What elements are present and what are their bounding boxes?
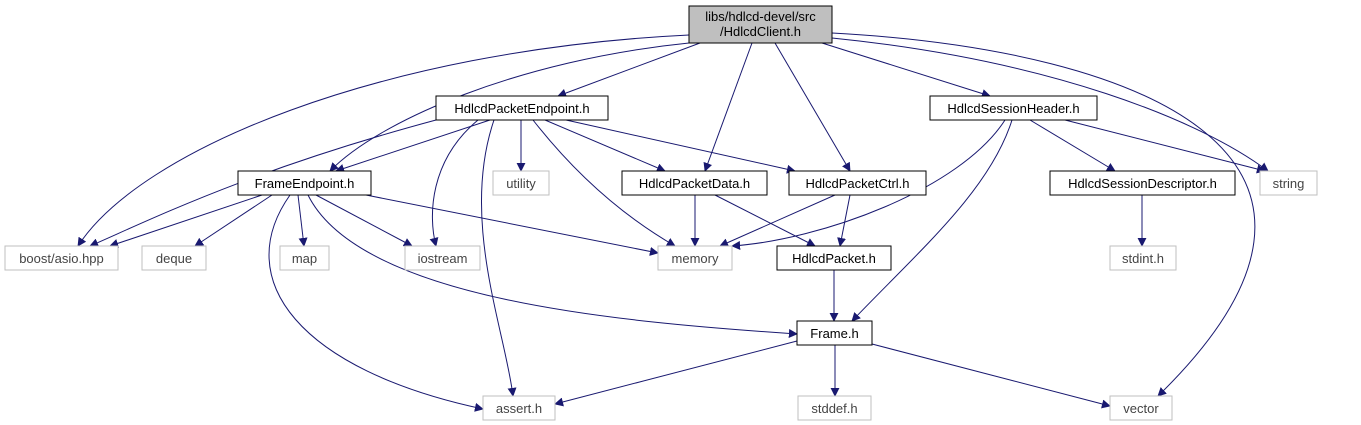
- node-frame[interactable]: Frame.h: [796, 320, 873, 346]
- root-node-box: [688, 5, 833, 44]
- edge-hdlcd-session-header-to-frame: [851, 119, 1013, 322]
- edge-frame-to-assert: [554, 340, 798, 407]
- edge-root-to-frame-endpoint: [329, 42, 690, 172]
- edge-root-to-boost-asio: [77, 34, 690, 247]
- edge-hdlcd-session-header-to-hdlcd-session-descriptor: [1029, 119, 1116, 172]
- edge-root-to-hdlcd-packet-ctrl: [774, 42, 851, 172]
- edge-frame-endpoint-to-map: [297, 194, 308, 247]
- node-box-hdlcd-packet: [776, 245, 892, 271]
- edge-hdlcd-packet-endpoint-to-hdlcd-packet-ctrl: [565, 119, 796, 174]
- node-box-iostream: [404, 245, 481, 271]
- edge-frame-endpoint-to-boost-asio: [109, 194, 263, 248]
- node-box-frame-endpoint: [237, 170, 372, 196]
- node-label-frame-endpoint: FrameEndpoint.h: [255, 176, 355, 191]
- edge-root-to-string: [831, 37, 1269, 172]
- edge-root-to-hdlcd-packet-data: [703, 42, 753, 172]
- edge-frame-endpoint-to-deque: [194, 194, 273, 247]
- node-string[interactable]: string: [1259, 170, 1318, 196]
- node-stdint[interactable]: stdint.h: [1109, 245, 1177, 271]
- node-label-iostream: iostream: [418, 251, 468, 266]
- node-hdlcd-packet-ctrl[interactable]: HdlcdPacketCtrl.h: [788, 170, 927, 196]
- node-box-stdint: [1109, 245, 1177, 271]
- node-box-frame: [796, 320, 873, 346]
- node-label-boost-asio: boost/asio.hpp: [19, 251, 104, 266]
- node-box-hdlcd-packet-ctrl: [788, 170, 927, 196]
- edge-root-to-hdlcd-packet-endpoint: [557, 42, 701, 98]
- node-box-utility: [492, 170, 550, 196]
- node-hdlcd-packet-data[interactable]: HdlcdPacketData.h: [621, 170, 768, 196]
- node-box-hdlcd-packet-data: [621, 170, 768, 196]
- root-node-label-line2: /HdlcdClient.h: [720, 24, 801, 39]
- edge-root-to-vector: [831, 32, 1256, 397]
- node-map[interactable]: map: [279, 245, 330, 271]
- node-label-utility: utility: [506, 176, 536, 191]
- edge-hdlcd-packet-ctrl-to-hdlcd-packet: [837, 194, 851, 247]
- edge-frame-endpoint-to-assert: [268, 194, 484, 412]
- node-hdlcd-packet[interactable]: HdlcdPacket.h: [776, 245, 892, 271]
- node-box-vector: [1109, 395, 1173, 421]
- node-frame-endpoint[interactable]: FrameEndpoint.h: [237, 170, 372, 196]
- node-box-hdlcd-packet-endpoint: [435, 95, 609, 121]
- edge-frame-to-vector: [871, 343, 1111, 409]
- node-box-deque: [141, 245, 207, 271]
- edge-hdlcd-session-header-to-string: [1064, 119, 1266, 174]
- node-stddef[interactable]: stddef.h: [797, 395, 872, 421]
- node-box-hdlcd-session-descriptor: [1049, 170, 1236, 196]
- node-label-stddef: stddef.h: [811, 401, 857, 416]
- edge-hdlcd-session-header-to-memory: [731, 119, 1006, 250]
- edge-hdlcd-packet-endpoint-to-hdlcd-packet-data: [544, 119, 666, 172]
- node-label-hdlcd-session-header: HdlcdSessionHeader.h: [947, 101, 1079, 116]
- edge-hdlcd-packet-ctrl-to-memory: [719, 194, 836, 247]
- node-label-string: string: [1273, 176, 1305, 191]
- node-box-assert: [482, 395, 556, 421]
- node-box-string: [1259, 170, 1318, 196]
- edge-hdlcd-packet-endpoint-to-assert: [480, 119, 517, 397]
- node-box-map: [279, 245, 330, 271]
- node-hdlcd-client-root[interactable]: libs/hdlcd-devel/src /HdlcdClient.h: [688, 5, 833, 44]
- node-box-hdlcd-session-header: [929, 95, 1098, 121]
- node-box-boost-asio: [4, 245, 119, 271]
- edge-frame-endpoint-to-iostream: [315, 194, 413, 247]
- node-label-memory: memory: [672, 251, 719, 266]
- node-label-hdlcd-packet-data: HdlcdPacketData.h: [639, 176, 750, 191]
- node-label-stdint: stdint.h: [1122, 251, 1164, 266]
- node-box-stddef: [797, 395, 872, 421]
- node-deque[interactable]: deque: [141, 245, 207, 271]
- node-label-map: map: [292, 251, 317, 266]
- node-assert[interactable]: assert.h: [482, 395, 556, 421]
- node-boost-asio[interactable]: boost/asio.hpp: [4, 245, 119, 271]
- root-node-label-line1: libs/hdlcd-devel/src: [705, 9, 816, 24]
- edge-frame-endpoint-to-memory: [365, 194, 659, 256]
- node-label-hdlcd-session-descriptor: HdlcdSessionDescriptor.h: [1068, 176, 1217, 191]
- nodes: libs/hdlcd-devel/src /HdlcdClient.h Hdlc…: [4, 5, 1318, 421]
- node-utility[interactable]: utility: [492, 170, 550, 196]
- edges: [77, 32, 1269, 412]
- node-label-deque: deque: [156, 251, 192, 266]
- edge-frame-endpoint-to-frame: [307, 194, 798, 338]
- edge-hdlcd-packet-data-to-hdlcd-packet: [714, 194, 816, 247]
- node-hdlcd-session-header[interactable]: HdlcdSessionHeader.h: [929, 95, 1098, 121]
- edge-hdlcd-packet-endpoint-to-frame-endpoint: [335, 119, 491, 173]
- node-label-hdlcd-packet-ctrl: HdlcdPacketCtrl.h: [805, 176, 909, 191]
- edge-root-to-hdlcd-session-header: [821, 42, 991, 98]
- node-label-assert: assert.h: [496, 401, 542, 416]
- node-label-frame: Frame.h: [810, 326, 858, 341]
- node-label-hdlcd-packet-endpoint: HdlcdPacketEndpoint.h: [454, 101, 589, 116]
- node-iostream[interactable]: iostream: [404, 245, 481, 271]
- node-hdlcd-session-descriptor[interactable]: HdlcdSessionDescriptor.h: [1049, 170, 1236, 196]
- node-label-hdlcd-packet: HdlcdPacket.h: [792, 251, 876, 266]
- edge-hdlcd-packet-endpoint-to-iostream: [429, 119, 479, 247]
- edge-hdlcd-packet-endpoint-to-boost-asio: [89, 119, 437, 247]
- node-memory[interactable]: memory: [657, 245, 733, 271]
- node-box-memory: [657, 245, 733, 271]
- node-label-vector: vector: [1123, 401, 1159, 416]
- node-vector[interactable]: vector: [1109, 395, 1173, 421]
- edge-hdlcd-packet-endpoint-to-memory: [532, 119, 676, 247]
- node-hdlcd-packet-endpoint[interactable]: HdlcdPacketEndpoint.h: [435, 95, 609, 121]
